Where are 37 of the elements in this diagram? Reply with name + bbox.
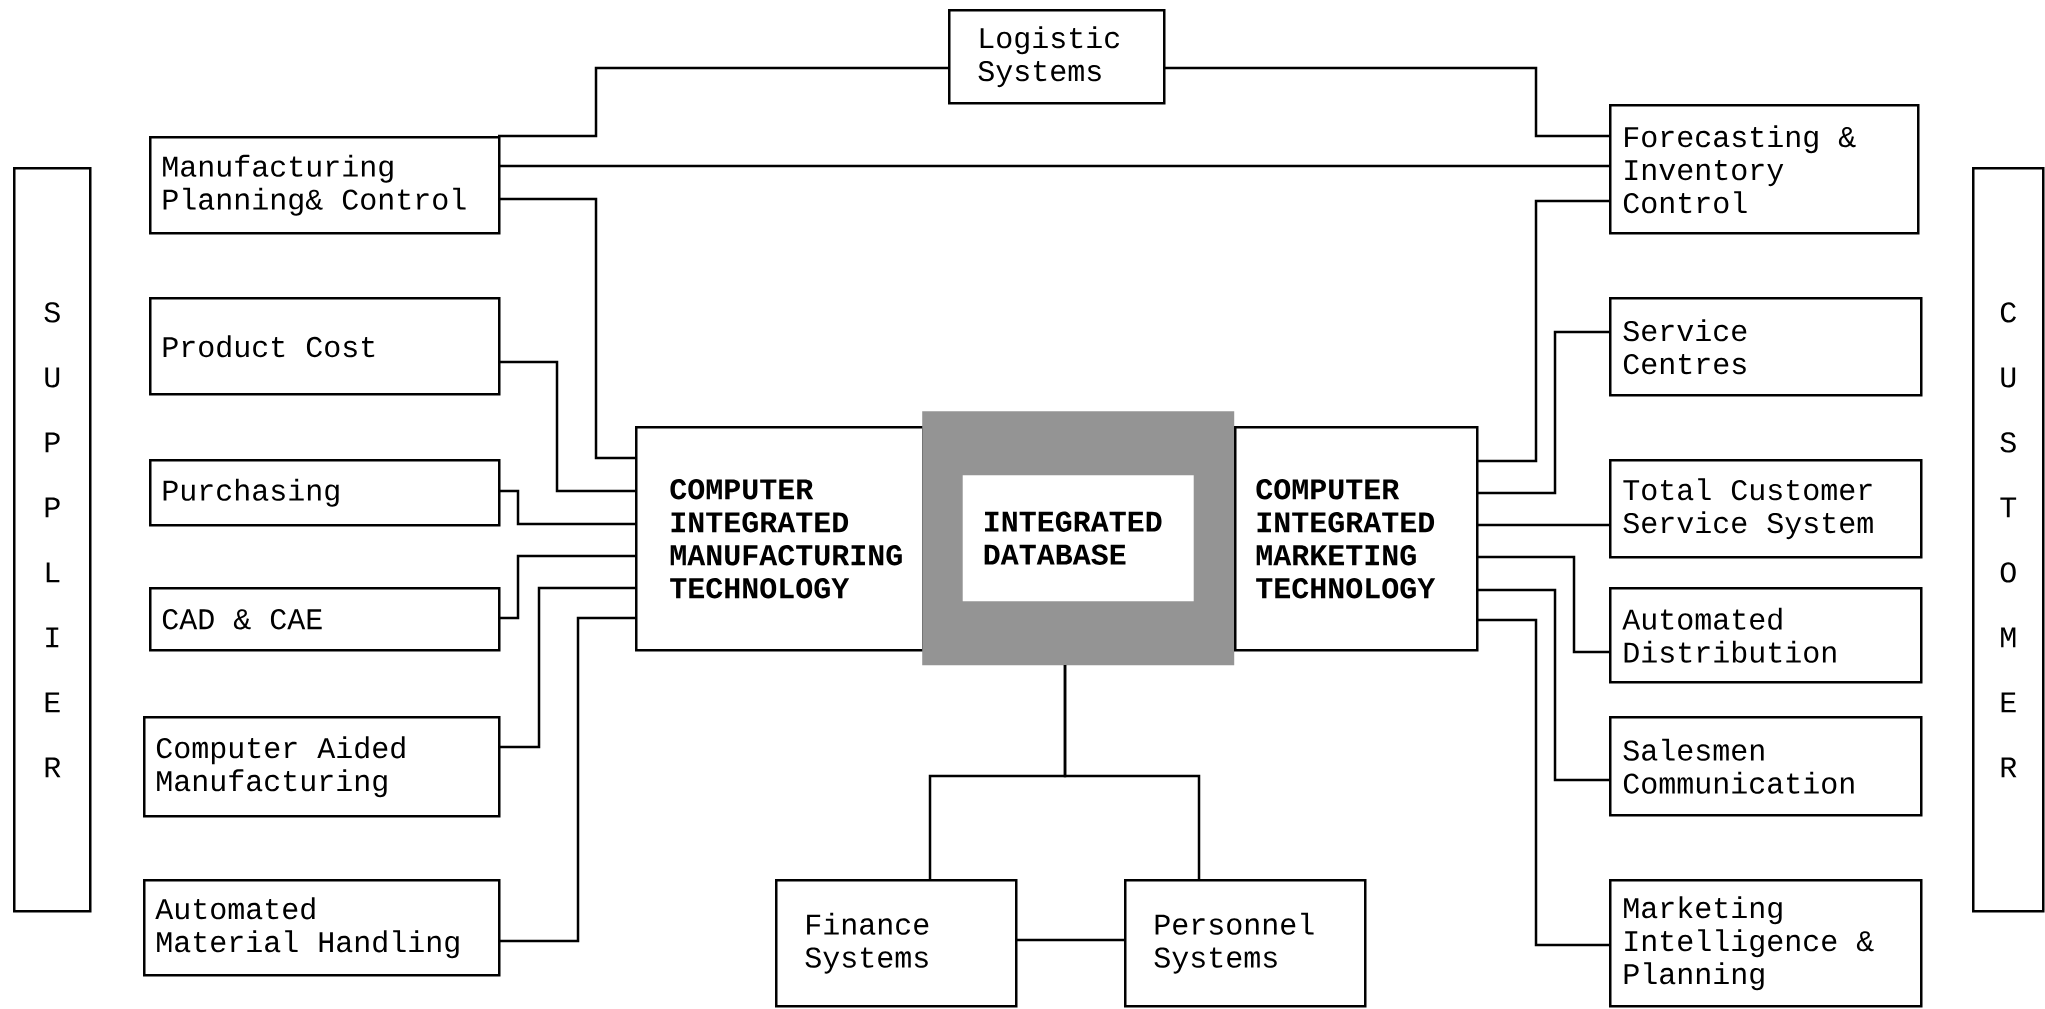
- connector-line: [498, 586, 635, 749]
- process-box: Personnel Systems: [1124, 879, 1367, 1008]
- connector-line: [498, 164, 1609, 168]
- connector-line: [1476, 555, 1609, 654]
- connector-line: [1476, 330, 1609, 495]
- process-box: Automated Distribution: [1609, 587, 1923, 684]
- connector-line: [498, 360, 635, 493]
- process-box: Computer Aided Manufacturing: [143, 716, 501, 818]
- process-box: Service Centres: [1609, 297, 1923, 397]
- connector-line: [498, 66, 948, 138]
- process-box: Marketing Intelligence & Planning: [1609, 879, 1923, 1008]
- connector-line: [1476, 199, 1609, 463]
- connector-line: [498, 554, 635, 620]
- connector-line: [1476, 588, 1609, 782]
- process-box: Product Cost: [149, 297, 501, 396]
- connector-line: [1476, 618, 1609, 947]
- connector-line: [498, 616, 635, 943]
- connector-line: [1015, 938, 1124, 942]
- technology-box: COMPUTER INTEGRATED MANUFACTURING TECHNOLOGY: [635, 426, 925, 652]
- process-box: Salesmen Communication: [1609, 716, 1923, 817]
- label-bar: C U S T O M E R: [1972, 167, 2045, 913]
- label-bar: S U P P L I E R: [13, 167, 92, 913]
- process-box: Purchasing: [149, 459, 501, 527]
- process-box: Logistic Systems: [948, 9, 1166, 105]
- process-box: Finance Systems: [775, 879, 1018, 1008]
- process-box: Total Customer Service System: [1609, 459, 1923, 559]
- connector-line: [1163, 66, 1609, 138]
- process-box: Manufacturing Planning& Control: [149, 136, 501, 235]
- connector-line: [498, 197, 635, 460]
- process-box: CAD & CAE: [149, 587, 501, 652]
- connector-line: [498, 489, 635, 526]
- technology-box: COMPUTER INTEGRATED MARKETING TECHNOLOGY: [1234, 426, 1479, 652]
- database-box: INTEGRATED DATABASE: [922, 411, 1235, 666]
- connector-line: [1063, 665, 1201, 879]
- connector-line: [1476, 523, 1609, 527]
- process-box: Automated Material Handling: [143, 879, 501, 977]
- process-box: Forecasting & Inventory Control: [1609, 104, 1920, 235]
